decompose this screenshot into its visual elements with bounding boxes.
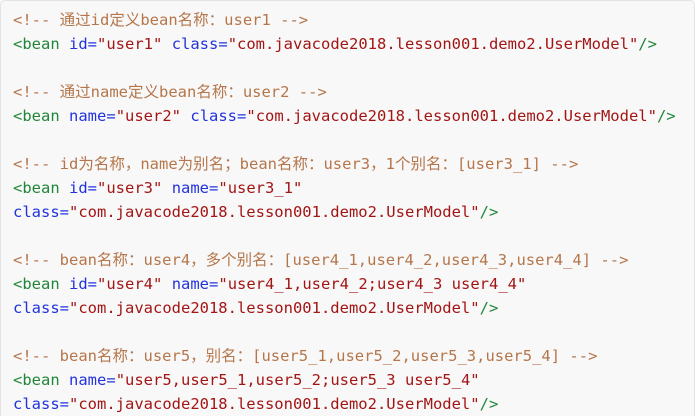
token-string: "com.javacode2018.lesson001.demo2.UserMo… — [69, 299, 480, 317]
code-line: <bean name="user5,user5_1,user5_2;user5_… — [13, 368, 682, 392]
token-plain — [60, 275, 69, 293]
code-line-blank — [13, 320, 682, 344]
token-tag: /> — [479, 299, 499, 317]
token-string: "com.javacode2018.lesson001.demo2.UserMo… — [69, 203, 480, 221]
token-plain — [60, 35, 69, 53]
token-attr: id= — [69, 179, 98, 197]
token-attr: name= — [171, 275, 219, 293]
code-line-blank — [13, 224, 682, 248]
code-line-blank — [13, 56, 682, 80]
token-plain — [162, 179, 171, 197]
token-string: "com.javacode2018.lesson001.demo2.UserMo… — [69, 395, 480, 413]
token-tag: /> — [479, 395, 499, 413]
code-line: <!-- bean名称：user4，多个别名：[user4_1,user4_2,… — [13, 248, 682, 272]
token-attr: id= — [69, 275, 98, 293]
token-plain — [162, 35, 171, 53]
token-string: "com.javacode2018.lesson001.demo2.UserMo… — [227, 35, 639, 53]
token-string: "user2" — [115, 107, 182, 125]
token-comment: <!-- bean名称：user5，别名：[user5_1,user5_2,us… — [13, 347, 598, 365]
token-tag: <bean — [13, 179, 60, 197]
token-comment: <!-- bean名称：user4，多个别名：[user4_1,user4_2,… — [13, 251, 629, 269]
token-string: "user4_1,user4_2;user4_3 user4_4" — [218, 275, 527, 293]
token-tag: <bean — [13, 275, 60, 293]
code-line-blank — [13, 128, 682, 152]
code-line: <bean id="user1" class="com.javacode2018… — [13, 32, 682, 56]
code-line: <bean id="user4" name="user4_1,user4_2;u… — [13, 272, 682, 296]
token-comment: <!-- 通过id定义bean名称：user1 --> — [13, 11, 309, 29]
code-line: <!-- 通过id定义bean名称：user1 --> — [13, 8, 682, 32]
token-attr: name= — [171, 179, 219, 197]
code-line: class="com.javacode2018.lesson001.demo2.… — [13, 200, 682, 224]
token-attr: class= — [190, 107, 247, 125]
token-string: "user4" — [97, 275, 163, 293]
token-plain — [60, 179, 69, 197]
code-line: <!-- id为名称，name为别名；bean名称：user3，1个别名：[us… — [13, 152, 682, 176]
token-tag: /> — [638, 35, 657, 53]
token-attr: name= — [69, 371, 116, 389]
token-attr: class= — [13, 395, 69, 413]
code-line: <!-- bean名称：user5，别名：[user5_1,user5_2,us… — [13, 344, 682, 368]
code-line: <bean id="user3" name="user3_1" — [13, 176, 682, 200]
token-attr: name= — [69, 107, 116, 125]
token-comment: <!-- 通过name定义bean名称：user2 --> — [13, 83, 327, 101]
token-string: "user3" — [97, 179, 163, 197]
token-attr: class= — [13, 203, 69, 221]
code-line: class="com.javacode2018.lesson001.demo2.… — [13, 392, 682, 416]
token-tag: <bean — [13, 107, 60, 125]
token-plain — [162, 275, 171, 293]
token-string: "user5,user5_1,user5_2;user5_3 user5_4" — [115, 371, 480, 389]
token-string: "user1" — [97, 35, 163, 53]
code-line: <!-- 通过name定义bean名称：user2 --> — [13, 80, 682, 104]
token-tag: <bean — [13, 35, 60, 53]
token-comment: <!-- id为名称，name为别名；bean名称：user3，1个别名：[us… — [13, 155, 579, 173]
token-attr: class= — [13, 299, 69, 317]
token-string: "user3_1" — [218, 179, 303, 197]
token-string: "com.javacode2018.lesson001.demo2.UserMo… — [246, 107, 657, 125]
token-plain — [60, 107, 69, 125]
token-tag: /> — [479, 203, 499, 221]
token-attr: id= — [69, 35, 98, 53]
code-line: <bean name="user2" class="com.javacode20… — [13, 104, 682, 128]
token-attr: class= — [171, 35, 228, 53]
token-plain — [60, 371, 69, 389]
code-line: class="com.javacode2018.lesson001.demo2.… — [13, 296, 682, 320]
token-plain — [181, 107, 190, 125]
token-tag: /> — [656, 107, 676, 125]
token-tag: <bean — [13, 371, 60, 389]
